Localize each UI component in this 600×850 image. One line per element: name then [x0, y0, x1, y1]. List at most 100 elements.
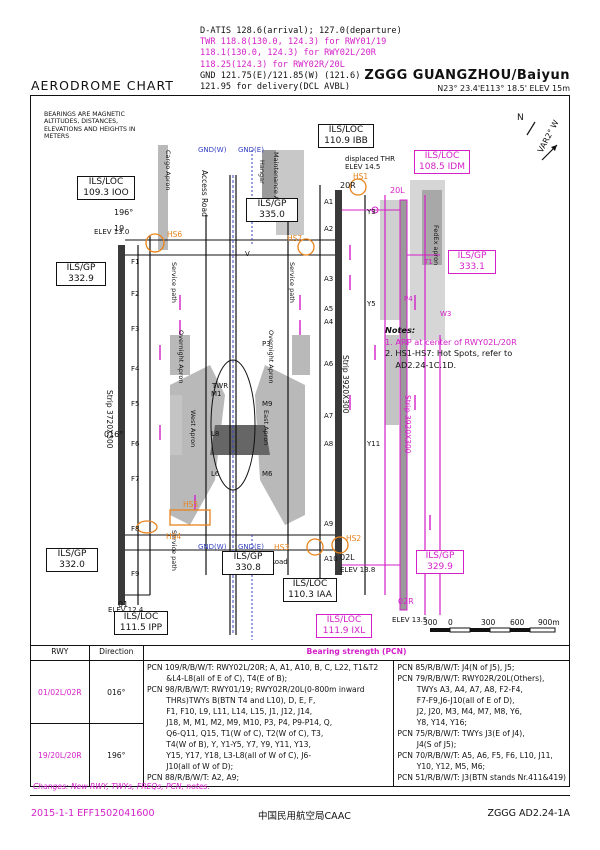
- taxiway-label: Y5: [367, 300, 376, 308]
- taxiway-label: T1: [424, 258, 433, 266]
- fedex-apron-label: FedEx apron: [432, 225, 440, 266]
- taxiway-label: A6: [324, 360, 334, 368]
- service-path-label: Service path: [170, 262, 178, 303]
- notes-heading: Notes:: [385, 325, 416, 335]
- overnight-apron-e-label: Overnight Apron: [267, 330, 275, 384]
- taxiway-label: A1: [324, 198, 334, 206]
- note-item: 2. HS1-HS7: Hot Spots, refer to: [385, 348, 513, 358]
- runway-01-19: [118, 245, 125, 605]
- west-apron-label: West Apron: [189, 410, 197, 448]
- hangar-label: Hangar: [258, 160, 266, 184]
- ground-w-label: GND(W): [198, 543, 227, 551]
- taxiway-label: L6: [211, 470, 220, 478]
- taxiway-label: A3: [324, 275, 334, 283]
- arp-marker: [371, 206, 379, 214]
- hotspot-hs4: [136, 520, 158, 534]
- east-apron-label: East Apron: [262, 410, 270, 446]
- access-road-label: Access Road: [200, 170, 209, 217]
- pcn-left-column: PCN 109/R/B/W/T: RWY02L/20R; A, A1, A10,…: [142, 660, 395, 787]
- scale-tick: 600: [510, 618, 525, 627]
- taxiway-label: F1: [131, 258, 140, 266]
- freq-line: GND 121.75(E)/121.85(W) (121.6): [200, 70, 361, 81]
- runway-strip-label: Strip 3920X300: [341, 355, 350, 414]
- north-arrow-icon: [526, 121, 558, 161]
- runway-designator: 20L: [390, 186, 405, 195]
- tower-label: TWR: [212, 382, 229, 390]
- cargo-apron-label: Cargo Apron: [164, 150, 172, 191]
- scale-tick: 300: [481, 618, 496, 627]
- taxiway-label: F7: [131, 475, 140, 483]
- hotspot-hs2: [331, 536, 349, 554]
- airport-coordinates: N23° 23.4'E113° 18.5' ELEV 15m: [437, 84, 570, 93]
- taxiway-label: A8: [324, 440, 334, 448]
- scale-bar: [430, 627, 556, 633]
- taxiway-label: L8: [211, 430, 220, 438]
- pcn-right-column: PCN 85/R/B/W/T: J4(N of J5), J5; PCN 79/…: [393, 660, 570, 787]
- hotspot-hs3: [306, 538, 324, 556]
- taxiway-label: M9: [262, 400, 273, 408]
- apron-block: [292, 335, 310, 375]
- note-item: 1. ARP at center of RWY02L/20R: [385, 336, 517, 347]
- scale-tick: 300: [423, 618, 438, 627]
- cargo-apron: [158, 145, 168, 250]
- elevation-label: ELEV 13.5: [392, 616, 428, 624]
- hotspot-label: HS6: [167, 230, 183, 239]
- taxiway-label: A9: [324, 520, 334, 528]
- table-cell-rwy: 01/02L/02R: [30, 660, 90, 724]
- scale-tick: 900m: [538, 618, 560, 627]
- taxiway-label: Y3: [367, 208, 376, 216]
- taxiway-label: F5: [131, 400, 140, 408]
- taxiway-label: P3: [262, 340, 271, 348]
- hotspot-label: HS7: [287, 234, 303, 243]
- apron-block: [380, 200, 400, 320]
- disclaimer: BEARINGS ARE MAGNETIC ALTITUDES, DISTANC…: [44, 111, 136, 141]
- taxiway-label: F9: [131, 570, 140, 578]
- notes-block: Notes: 1. ARP at center of RWY02L/20R 2.…: [385, 325, 517, 371]
- hotspot-hs7: [297, 238, 315, 256]
- overnight-apron-w-label: Overnight Apron: [177, 330, 185, 384]
- apron-block: [170, 335, 190, 375]
- table-cell-direction: 016°: [88, 660, 144, 724]
- frequency-block: D-ATIS 128.6(arrival); 127.0(departure) …: [200, 26, 402, 93]
- table-cell-direction: 196°: [88, 723, 144, 787]
- freq-line: D-ATIS 128.6(arrival); 127.0(departure): [200, 26, 402, 36]
- pcn-table: RWY Direction Bearing strength (PCN) 01/…: [30, 645, 571, 787]
- changes-note: Changes: New RWY, TWYs, FREQs, PCN, note…: [33, 782, 210, 791]
- bottom-divider: [30, 795, 570, 796]
- elevation-label: ELEV 14.5: [345, 163, 381, 171]
- taxiway-label: P4: [404, 295, 413, 303]
- taxiway-label: A5: [324, 305, 334, 313]
- west-apron: [170, 365, 225, 525]
- displaced-threshold-label: displaced THR: [345, 155, 395, 163]
- taxiway-label: W3: [440, 310, 452, 318]
- taxiway-label: M6: [262, 470, 273, 478]
- access-road-loop: [210, 359, 256, 491]
- freq-line: 118.25(124.3) for RWY02R/20L: [200, 59, 345, 70]
- taxiway-label: A7: [324, 412, 334, 420]
- hotspot-label: HS1: [353, 172, 369, 181]
- service-path-label: Service path: [288, 262, 296, 303]
- runway-designator: 01: [118, 600, 129, 609]
- taxiway-label: A2: [324, 225, 334, 233]
- taxiway-label: F3: [131, 325, 140, 333]
- runway-bearing: 196°: [114, 208, 134, 217]
- taxiway-label: F8: [131, 525, 140, 533]
- runway-strip-label: Strip 3920X300: [403, 395, 412, 454]
- east-apron: [255, 365, 305, 525]
- apron-block: [385, 335, 399, 425]
- taxiway-label: A10: [324, 555, 338, 563]
- map-frame: [30, 95, 570, 645]
- apron-block: [170, 395, 182, 455]
- elevation-label: ELEV 12.4: [108, 606, 144, 614]
- hotspot-label: HS5: [183, 500, 199, 509]
